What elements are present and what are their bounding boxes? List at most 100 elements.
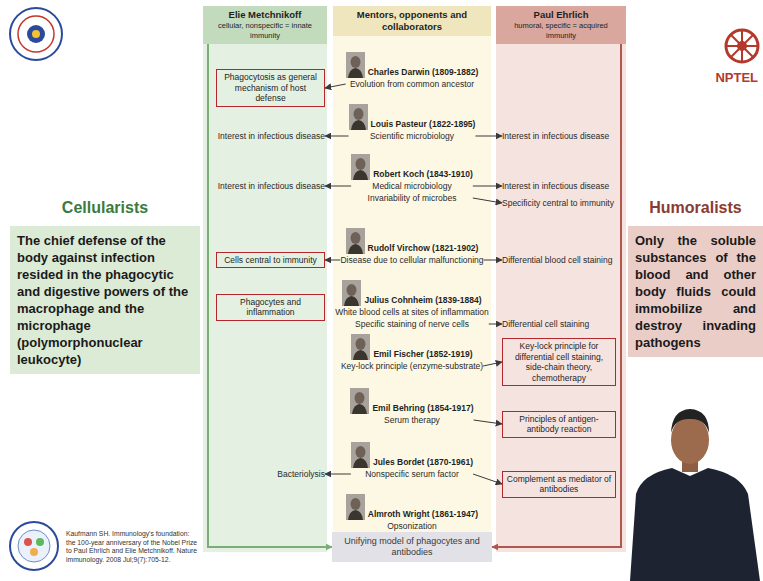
arrow-connector — [208, 44, 332, 547]
concept-text: Specificity central to immunity — [502, 198, 614, 209]
portrait-body — [344, 296, 359, 306]
text-row: Bacteriolysis — [277, 469, 325, 480]
highlight-box: Phagocytes and inflammation — [216, 294, 325, 321]
concept-text: Differential blood cell staining — [502, 255, 612, 265]
portrait-head — [353, 108, 363, 120]
mentor-text: Key-lock principle (enzyme-substrate) — [341, 361, 483, 371]
text-row: cellular, nonspecific = innate immunity — [207, 21, 323, 41]
mentor-text: White blood cells at sites of inflammati… — [335, 307, 489, 317]
portrait-body — [353, 458, 368, 468]
arrow-connector — [473, 198, 502, 203]
presenter — [630, 409, 760, 581]
concept-text: Bacteriolysis — [277, 469, 325, 479]
arrow-connector — [325, 474, 351, 475]
logo-dot — [30, 548, 38, 556]
portrait-ground — [346, 52, 365, 78]
text-row: Opsonization — [346, 520, 478, 532]
concept-text: Complement as mediator of antibodies — [507, 474, 611, 495]
text-row: Differential cell staining — [502, 319, 589, 330]
arrow-connector — [325, 186, 351, 187]
portrait — [346, 494, 365, 520]
portrait-head — [350, 232, 360, 244]
mentor-entry: Emil Behring (1854-1917)Serum therapy — [350, 386, 473, 426]
text-row: Interest in infectious disease — [502, 131, 609, 142]
presenter-hair — [671, 409, 709, 433]
logo-dot — [36, 538, 44, 546]
humoral-band — [496, 6, 626, 552]
mentor-entry: Jules Bordet (1870-1961)Nonspecific seru… — [351, 440, 473, 480]
portrait-head — [356, 338, 366, 350]
course-logo — [10, 522, 58, 570]
concept-text: Interest in infectious disease — [218, 181, 325, 191]
portrait-body — [352, 404, 367, 414]
text-row: Scientific microbiology — [349, 130, 476, 142]
text-row: Medical microbiology — [351, 180, 473, 192]
mentor-entry: Rudolf Virchow (1821-1902)Disease due to… — [340, 226, 483, 266]
logo-text: NPTEL — [700, 70, 758, 85]
header-text: Paul Ehrlich — [534, 9, 589, 20]
text-row: Jules Bordet (1870-1961) — [351, 440, 473, 468]
logo-emblem — [27, 25, 45, 43]
portrait — [350, 388, 369, 414]
mentor-text: Julius Cohnheim (1839-1884) — [364, 295, 481, 306]
text-row: Humoralists — [628, 198, 763, 218]
text-row: Emil Behring (1854-1917) — [350, 386, 473, 414]
logo-emblem — [32, 30, 40, 38]
highlight-box: Phagocytosis as general mechanism of hos… — [216, 69, 325, 107]
portrait-ground — [349, 104, 368, 130]
mentor-entry: Emil Fischer (1852-1919)Key-lock princip… — [341, 332, 483, 372]
logo-ring — [10, 8, 62, 60]
mentor-text: Louis Pasteur (1822-1895) — [371, 119, 476, 130]
text-row: Cellularists — [10, 198, 200, 218]
arrow-connector — [325, 260, 340, 261]
concept-text: Interest in infectious disease — [218, 181, 325, 192]
portrait-ground — [346, 494, 365, 520]
concept-text: Phagocytosis as general mechanism of hos… — [224, 72, 317, 103]
text-row: Elie Metchnikoff — [207, 9, 323, 21]
portrait-body — [351, 120, 366, 130]
text-row: White blood cells at sites of inflammati… — [335, 306, 489, 318]
portrait-ground — [350, 388, 369, 414]
text-row: Only the soluble substances of the blood… — [628, 226, 763, 357]
text-row: Louis Pasteur (1822-1895) — [349, 102, 476, 130]
text-row: Serum therapy — [350, 414, 473, 426]
text-row: Differential blood cell staining — [502, 255, 612, 266]
concept-text: Bacteriolysis — [277, 469, 325, 480]
mentor-text: Rudolf Virchow (1821-1902) — [368, 243, 479, 254]
text-row: Interest in infectious disease — [502, 181, 609, 192]
mentor-entry: Robert Koch (1843-1910)Medical microbiol… — [351, 152, 473, 204]
arrow-connector — [475, 136, 502, 137]
citation: Kaufmann SH. Immunology's foundation: th… — [66, 530, 200, 564]
mentor-entry: Charles Darwin (1809-1882)Evolution from… — [346, 50, 479, 90]
concept-text: Interest in infectious disease — [502, 181, 609, 191]
portrait-body — [348, 510, 363, 520]
logo-spokes — [726, 30, 758, 62]
institute-logo — [10, 8, 62, 60]
arrow-connector — [325, 136, 349, 137]
nptel-logo — [726, 30, 758, 62]
summary-text: Cellularists — [62, 199, 148, 216]
logo-ring — [18, 530, 50, 562]
concept-text: Specificity central to immunity — [502, 198, 614, 208]
highlight-box: Key-lock principle for differential cell… — [502, 338, 616, 386]
summary-text: Only the soluble substances of the blood… — [635, 233, 756, 350]
mentor-text: Specific staining of nerve cells — [355, 319, 469, 329]
text-row: Robert Koch (1843-1910) — [351, 152, 473, 180]
portrait-body — [353, 170, 368, 180]
mentor-text: Emil Fischer (1852-1919) — [373, 349, 472, 360]
arrow-connector — [489, 324, 502, 325]
presenter-head — [671, 416, 709, 464]
header-text: cellular, nonspecific = innate immunity — [218, 21, 312, 40]
column-header: Elie Metchnikoffcellular, nonspecific = … — [203, 6, 327, 44]
text-row: The chief defense of the body against in… — [10, 226, 200, 374]
portrait-ground — [351, 442, 370, 468]
presenter-shirt — [630, 468, 760, 581]
header-text: Mentors, opponents and collaborators — [357, 9, 467, 32]
arrow-connector — [492, 44, 621, 547]
portrait — [346, 52, 365, 78]
mentor-text: Opsonization — [387, 521, 437, 531]
mentor-text: Robert Koch (1843-1910) — [373, 169, 473, 180]
portrait-head — [350, 56, 360, 68]
box-text: Unifying model of phagocytes and antibod… — [344, 536, 480, 557]
